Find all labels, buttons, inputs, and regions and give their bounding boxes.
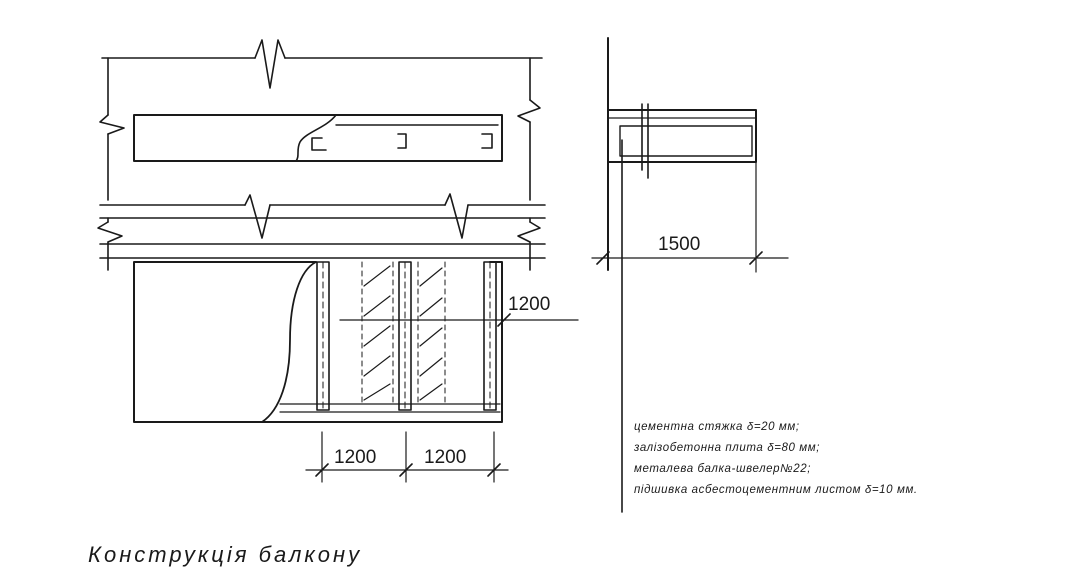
legend-item-screed: цементна стяжка δ=20 мм; (634, 421, 800, 433)
dimension-spans: 1200 1200 (305, 431, 509, 483)
materials-legend: цементна стяжка δ=20 мм; залізобетонна п… (633, 421, 918, 496)
slab-hatching (361, 261, 446, 405)
dimension-span-left-label: 1200 (334, 447, 376, 468)
wall-break-band (97, 193, 546, 271)
dimension-depth-plan: 1200 (339, 294, 579, 327)
balcony-slab-plan (133, 261, 503, 423)
dimension-span-right-label: 1200 (424, 447, 466, 468)
legend-item-lining: підшивка асбестоцементним листом δ=10 мм… (634, 484, 918, 496)
upper-wall-fragment (99, 39, 543, 201)
legend-item-slab: залізобетонна плита δ=80 мм; (633, 442, 820, 454)
section-view: 1500 (591, 37, 789, 513)
dimension-depth-section-label: 1500 (658, 234, 700, 255)
channel-beams (316, 261, 497, 411)
drawing-caption: Конструкція балкону (88, 542, 362, 567)
legend-item-channel: металева балка-швелер№22; (634, 463, 811, 475)
dimension-depth-plan-label: 1200 (508, 294, 550, 315)
lintel-strip (133, 114, 503, 162)
